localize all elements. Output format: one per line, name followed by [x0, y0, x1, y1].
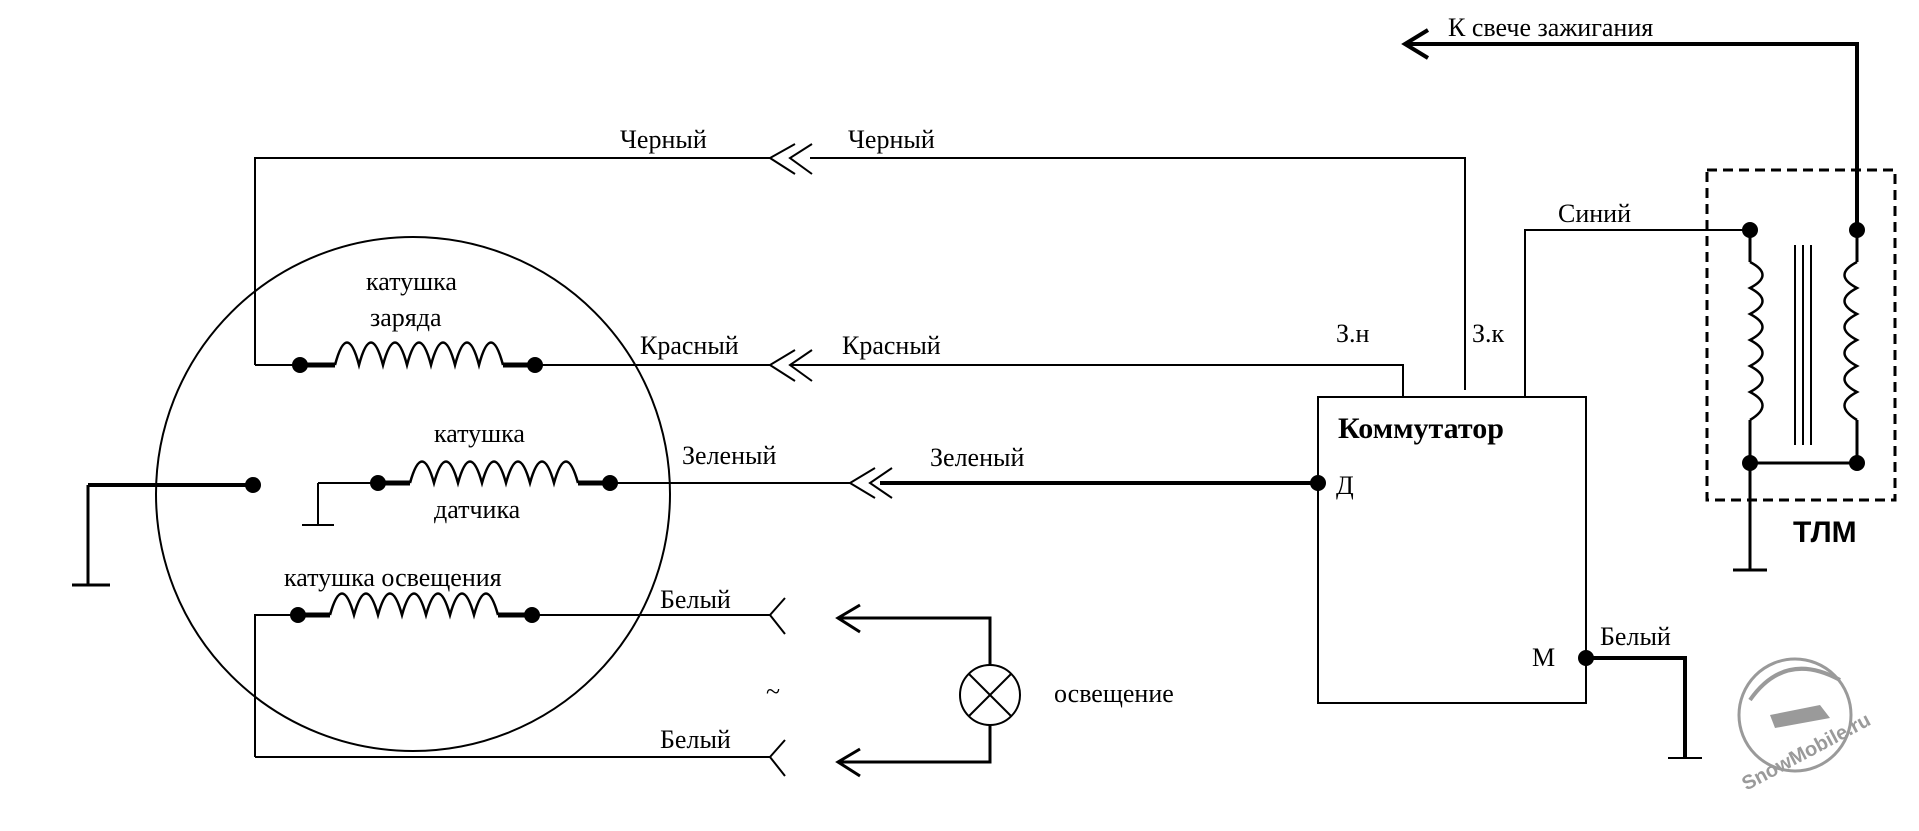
terminal-zk-label: З.к	[1472, 319, 1505, 348]
white-connector-top	[768, 597, 786, 635]
lamp-wire-top	[840, 616, 992, 665]
black-label-left: Черный	[620, 125, 707, 154]
terminal-dot	[245, 477, 261, 493]
red-connector-left	[768, 349, 796, 382]
spark-plug-wire	[1405, 42, 1859, 230]
terminal-dot	[1742, 222, 1758, 238]
commutator-box	[1317, 396, 1587, 704]
white-label-bottom: Белый	[660, 725, 731, 754]
terminal-dot	[602, 475, 618, 491]
charge-coil-label-2: заряда	[370, 303, 442, 332]
black-connector-right	[788, 143, 813, 175]
lamp-cross	[968, 673, 1012, 717]
black-connector-left	[768, 143, 796, 175]
black-label-right: Черный	[848, 125, 935, 154]
sensor-coil-winding	[408, 460, 580, 488]
terminal-dot	[1849, 222, 1865, 238]
tlm-secondary-winding	[1843, 260, 1860, 422]
terminal-dot	[1742, 455, 1758, 471]
red-label-right: Красный	[842, 331, 941, 360]
lighting-coil-lead	[254, 614, 298, 757]
lamp-arrow-bottom	[835, 747, 861, 778]
terminal-d-label: Д	[1336, 471, 1354, 500]
commutator-title: Коммутатор	[1338, 412, 1504, 445]
lighting-coil-winding	[328, 592, 500, 620]
spark-plug-arrow	[1401, 28, 1430, 60]
tlm-primary-winding	[1747, 260, 1764, 422]
snowmobile-logo: SnowMobile.ru	[1737, 657, 1874, 795]
terminal-dot	[524, 607, 540, 623]
terminal-dot	[527, 357, 543, 373]
terminal-dot	[1578, 650, 1594, 666]
blue-label: Синий	[1558, 199, 1631, 228]
terminal-dot	[370, 475, 386, 491]
white-connector-bottom	[768, 739, 786, 777]
terminal-dot	[292, 357, 308, 373]
charge-coil-winding	[333, 341, 505, 370]
terminal-dot	[290, 607, 306, 623]
stator-circle	[155, 236, 671, 752]
tlm-ground	[1733, 463, 1767, 572]
black-wire-right	[810, 157, 1466, 390]
white-m-label: Белый	[1600, 622, 1671, 651]
lamp-arrow-top	[835, 603, 861, 634]
lamp-wire-bottom	[840, 725, 992, 764]
terminal-m-label: М	[1532, 643, 1555, 672]
lighting-coil-label: катушка освещения	[284, 563, 502, 592]
tlm-core	[1794, 245, 1812, 445]
sensor-coil-label-2: датчика	[434, 495, 521, 524]
green-label-left: Зеленый	[682, 441, 776, 470]
white-label-top: Белый	[660, 585, 731, 614]
black-wire	[254, 157, 770, 365]
terminal-zn-label: З.н	[1336, 319, 1370, 348]
tlm-box	[1705, 168, 1897, 502]
green-connector-left	[848, 467, 876, 499]
charge-coil-label-1: катушка	[366, 267, 457, 296]
green-connector-right	[868, 467, 893, 499]
sensor-ground	[302, 483, 334, 526]
red-wire-right	[790, 364, 1404, 397]
ground-left	[72, 485, 110, 587]
lighting-label: освещение	[1054, 679, 1174, 708]
ac-symbol: ~	[766, 677, 780, 706]
blue-wire	[1524, 229, 1750, 397]
spark-plug-label: К свече зажигания	[1448, 13, 1653, 42]
tlm-label: ТЛМ	[1793, 516, 1857, 549]
green-label-right: Зеленый	[930, 443, 1024, 472]
terminal-dot	[1310, 475, 1326, 491]
red-label-left: Красный	[640, 331, 739, 360]
lamp-icon	[959, 664, 1021, 726]
m-wire	[1586, 656, 1687, 758]
terminal-dot	[1849, 455, 1865, 471]
sensor-coil-label-1: катушка	[434, 419, 525, 448]
